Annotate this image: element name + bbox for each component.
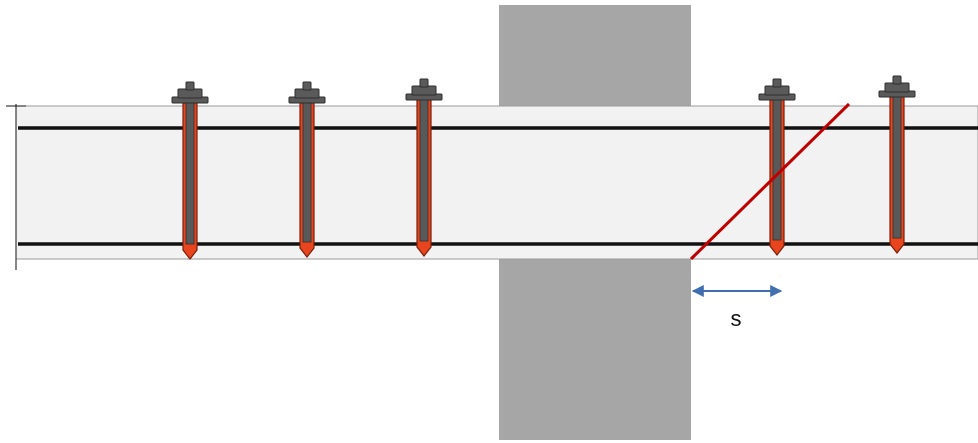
anchor-4 <box>758 78 796 256</box>
column-upper <box>499 5 691 106</box>
anchor-rod <box>772 97 782 241</box>
anchor-rod-tip <box>772 78 782 88</box>
anchor-rod-tip <box>892 75 902 85</box>
anchor-1 <box>171 81 209 260</box>
anchor-rod-tip <box>302 81 312 91</box>
anchor-2 <box>288 81 326 258</box>
anchor-5 <box>878 75 916 254</box>
anchor-rod <box>185 100 195 245</box>
slab-body <box>15 105 978 260</box>
anchor-rod <box>892 94 902 239</box>
column-lower <box>499 259 691 440</box>
anchor-rod <box>302 100 312 243</box>
shear-crack-line <box>689 102 851 261</box>
spacing-label: s <box>731 306 742 331</box>
anchor-rod-tip <box>419 78 429 88</box>
anchor-rod <box>419 97 429 242</box>
slab <box>6 104 978 270</box>
anchor-group <box>171 75 916 260</box>
anchor-rod-tip <box>185 81 195 91</box>
anchor-3 <box>405 78 443 257</box>
